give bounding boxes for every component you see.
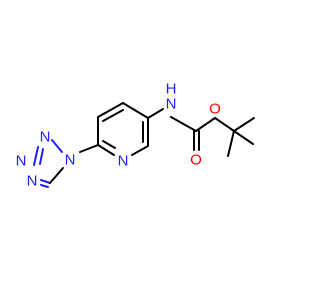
bond-py-inner-1: [102, 109, 124, 122]
atom-n-pyridine: N: [118, 153, 129, 170]
atom-o-ester: O: [209, 101, 221, 118]
bond-py-c4c3: [97, 102, 124, 118]
atom-n-tetrazole-2: N: [40, 129, 51, 146]
bond-tbu-c3: [227, 130, 235, 157]
tert-butyl-group: [214, 117, 255, 157]
bond-tbu-c2: [233, 130, 254, 145]
bond-py-nc6: [131, 145, 149, 156]
bond-tbu-o: [214, 117, 235, 132]
atom-n-tetrazole-1: N: [65, 152, 76, 169]
structure-diagram: N H O O N N N N N: [16, 81, 255, 190]
bond-tbu-c1: [233, 117, 255, 132]
atom-h-amide: H: [166, 81, 177, 98]
bond-tz-n4c5: [40, 179, 51, 184]
carbamate-group: [170, 116, 216, 151]
bond-py-c2n: [97, 144, 115, 156]
bond-tz-n2n3: [33, 146, 39, 166]
bond-py-tetrazole: [79, 144, 99, 153]
molecule-drawing: N H O O N N N N N: [16, 81, 255, 190]
bond-py-inner-2: [102, 140, 116, 149]
bond-o-carbonylc: [195, 117, 216, 132]
atom-n-tetrazole-3: N: [16, 153, 27, 170]
bond-tz-c5n1: [49, 167, 64, 184]
bond-tz-c5n4-double: [40, 184, 49, 188]
pyridine-ring: [97, 102, 149, 156]
atom-n-amide: N: [166, 96, 177, 113]
bond-tz-n1n2: [51, 139, 63, 153]
bond-n-pyridine: [147, 108, 164, 119]
bond-py-c5c4: [122, 102, 149, 119]
atom-n-tetrazole-4: N: [27, 173, 38, 190]
atom-labels: N H O O N N N N N: [16, 81, 221, 190]
bond-carbonylc-n: [170, 116, 197, 132]
tetrazole-ring: [33, 139, 64, 188]
atom-o-carbonyl: O: [190, 152, 202, 169]
bond-tz-n2n3-double: [39, 148, 44, 165]
